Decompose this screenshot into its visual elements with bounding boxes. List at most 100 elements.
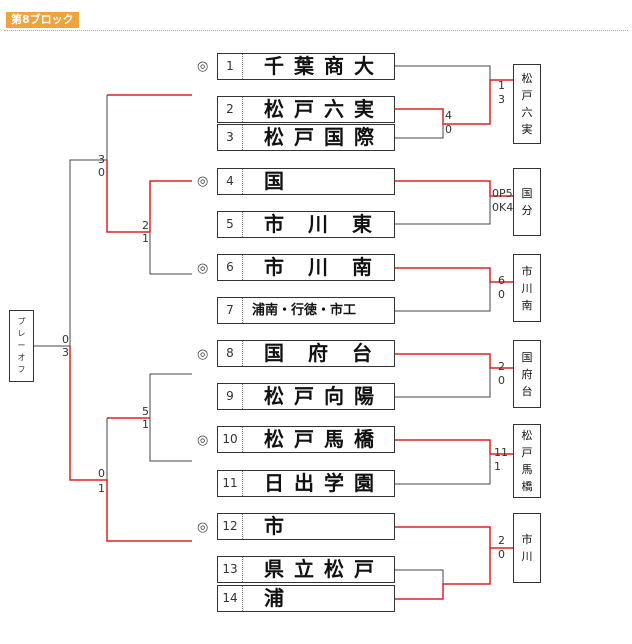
team-name: 千葉商大 xyxy=(264,54,384,78)
score: 1 xyxy=(494,460,501,473)
team-number: 13 xyxy=(218,557,243,582)
result-char: 橋 xyxy=(521,480,533,493)
team-number: 11 xyxy=(218,471,243,496)
line-team5 xyxy=(395,196,491,225)
score: 0 xyxy=(62,333,69,346)
score: 2 xyxy=(498,534,505,547)
seed-mark-8: ◎ xyxy=(197,347,209,362)
score: 0 xyxy=(498,548,505,561)
result-char: 国 xyxy=(521,187,533,200)
seed-mark-12: ◎ xyxy=(197,520,209,535)
team-name: 松戸向陽 xyxy=(264,384,384,408)
score: 0 xyxy=(98,166,105,179)
team-number: 9 xyxy=(218,384,243,409)
playoff-char: オ xyxy=(17,353,26,362)
line-upper-semi-bottom xyxy=(149,180,192,275)
team-number: 14 xyxy=(218,586,243,611)
line-lower-semi-top xyxy=(149,373,192,462)
team-row-10: 10 松戸馬橋 xyxy=(217,426,395,453)
seed-mark-10: ◎ xyxy=(197,433,209,448)
score: 0 xyxy=(445,123,452,136)
result-char: 南 xyxy=(521,298,533,312)
block-title: 第8ブロック xyxy=(6,12,79,28)
team-number: 5 xyxy=(218,212,243,237)
result-char: 戸 xyxy=(521,446,533,459)
win-line-team6 xyxy=(395,267,513,283)
team-row-1: 1 千葉商大 xyxy=(217,53,395,80)
win-line-team14 xyxy=(395,548,491,600)
seed-mark-4: ◎ xyxy=(197,174,209,189)
playoff-char: ー xyxy=(17,341,26,350)
playoff-char: レ xyxy=(17,329,26,338)
team-row-14: 14 浦 安 xyxy=(217,585,395,612)
team-name: 国 分 xyxy=(264,169,394,193)
line-team1 xyxy=(395,65,491,80)
team-number: 4 xyxy=(218,169,243,194)
team-row-8: 8 国府台 xyxy=(217,340,395,367)
score: 1 xyxy=(142,232,149,245)
team-name: 市川東 xyxy=(264,212,394,236)
score: 2 xyxy=(142,219,149,232)
result-char: 市 xyxy=(521,533,533,546)
line-upper-final-top xyxy=(69,95,108,346)
team-row-11: 11 日出学園 xyxy=(217,470,395,497)
win-line-team12 xyxy=(395,526,513,549)
team-row-5: 5 市川東 xyxy=(217,211,395,238)
score: 3 xyxy=(98,153,105,166)
score: 0K4 xyxy=(492,201,514,214)
team-row-13: 13 県立松戸 xyxy=(217,556,395,583)
result-box-1: 松戸六実 xyxy=(513,64,541,144)
result-char: 国 xyxy=(521,350,533,364)
team-number: 12 xyxy=(218,514,243,539)
score: 5 xyxy=(142,405,149,418)
score: 1 xyxy=(142,418,149,431)
line-team13 xyxy=(395,569,444,584)
result-char: 六 xyxy=(521,106,533,119)
result-char: 府 xyxy=(521,367,533,381)
score: 6 xyxy=(498,274,505,287)
score: 0 xyxy=(498,288,505,301)
line-team7 xyxy=(395,282,491,312)
team-row-7: 7 浦南・行徳・市工 xyxy=(217,297,395,324)
score: 1 xyxy=(98,482,105,495)
result-box-3: 市川南 xyxy=(513,254,541,322)
team-number: 10 xyxy=(218,427,243,452)
team-number: 2 xyxy=(218,97,243,122)
playoff-box: プレーオフ xyxy=(9,310,34,382)
team-name: 浦南・行徳・市工 xyxy=(252,303,357,318)
team-number: 6 xyxy=(218,255,243,280)
team-number: 3 xyxy=(218,125,243,150)
team-name: 国府台 xyxy=(264,341,394,365)
team-number: 7 xyxy=(218,298,243,323)
result-box-6: 市川 xyxy=(513,513,541,583)
line-team11 xyxy=(395,454,491,485)
result-char: 台 xyxy=(521,384,533,398)
result-char: 戸 xyxy=(521,89,533,102)
score: 3 xyxy=(498,93,505,106)
win-line-upper-semi xyxy=(149,180,192,232)
result-box-4: 国府台 xyxy=(513,340,541,408)
team-name: 松戸馬橋 xyxy=(264,427,384,451)
score: 0 xyxy=(98,467,105,480)
result-char: 馬 xyxy=(521,463,533,476)
playoff-char: フ xyxy=(17,365,26,374)
team-number: 8 xyxy=(218,341,243,366)
team-row-12: 12 市 川 xyxy=(217,513,395,540)
playoff-char: プ xyxy=(17,317,26,326)
score: 0 xyxy=(498,374,505,387)
result-box-2: 国分 xyxy=(513,168,541,236)
team-row-3: 3 松戸国際 xyxy=(217,124,395,151)
team-row-6: 6 市川南 xyxy=(217,254,395,281)
result-char: 川 xyxy=(521,281,533,295)
score: 4 xyxy=(445,109,452,122)
line-team3 xyxy=(395,124,444,139)
line-team9 xyxy=(395,368,491,398)
win-line-lower-final xyxy=(69,346,192,542)
team-number: 1 xyxy=(218,54,243,79)
block-header: 第8ブロック xyxy=(4,10,628,31)
win-line-team2 xyxy=(395,79,513,125)
result-char: 川 xyxy=(521,550,533,563)
team-name: 市 川 xyxy=(264,514,394,538)
result-char: 市 xyxy=(521,264,533,278)
